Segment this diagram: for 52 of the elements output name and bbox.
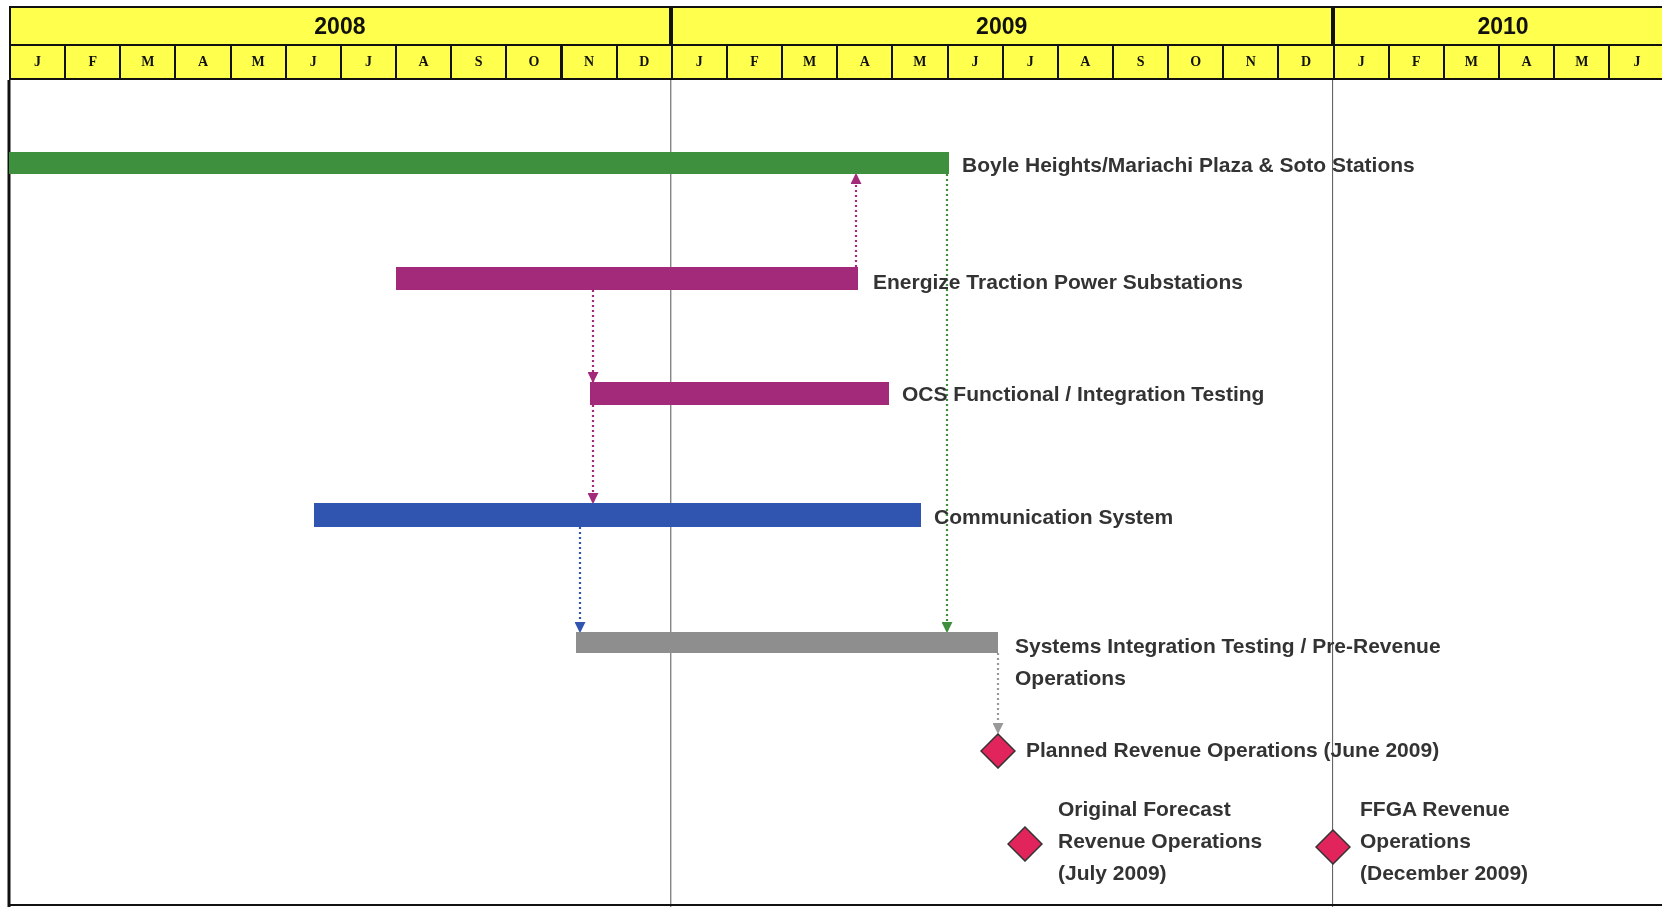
task-bar [9,152,949,174]
month-header: A [174,44,232,80]
task-bar [576,632,998,653]
task-bar [396,267,858,290]
dependency-arrow [941,174,953,634]
year-header: 2010 [1332,6,1662,46]
month-header: J [9,44,67,80]
task-label: Energize Traction Power Substations [873,269,1243,295]
month-header: J [670,44,728,80]
month-header: M [891,44,949,80]
task-bar [590,382,889,405]
month-header: M [119,44,177,80]
milestone-diamond [1315,829,1351,865]
task-label: Original Forecast Revenue Operations (July 2009) [1058,796,1264,886]
month-header: D [615,44,673,80]
milestone-diamond [1007,826,1043,862]
month-header: N [1222,44,1280,80]
task-label: FFGA Revenue Operations (December 2009) [1360,796,1530,886]
dependency-arrow [850,172,862,267]
month-header: O [1167,44,1225,80]
month-header: M [781,44,839,80]
year-header: 2009 [670,6,1333,46]
month-header: J [1608,44,1662,80]
month-header: M [229,44,287,80]
year-header: 2008 [9,6,671,46]
month-header: M [1553,44,1611,80]
month-header: N [560,44,618,80]
month-header: J [946,44,1004,80]
month-header: J [284,44,342,80]
dependency-arrow [587,405,599,505]
month-header: J [1001,44,1059,80]
month-header: F [725,44,784,80]
task-label: Communication System [934,504,1174,530]
milestone-diamond [980,733,1016,769]
month-header: F [64,44,122,80]
month-header: M [1442,44,1501,80]
month-header: O [505,44,563,80]
month-header: A [1498,44,1556,80]
month-header: A [395,44,453,80]
month-header: A [1056,44,1114,80]
dependency-arrow [587,290,599,384]
month-header: F [1387,44,1445,80]
month-header: A [836,44,894,80]
month-header: S [1112,44,1170,80]
task-bar [314,503,921,527]
task-label: OCS Functional / Integration Testing [902,381,1265,407]
month-header: S [450,44,508,80]
month-header: J [1332,44,1390,80]
dependency-arrow [992,653,1004,735]
dependency-arrow [574,527,586,634]
month-header: D [1277,44,1335,80]
month-header: J [339,44,398,80]
